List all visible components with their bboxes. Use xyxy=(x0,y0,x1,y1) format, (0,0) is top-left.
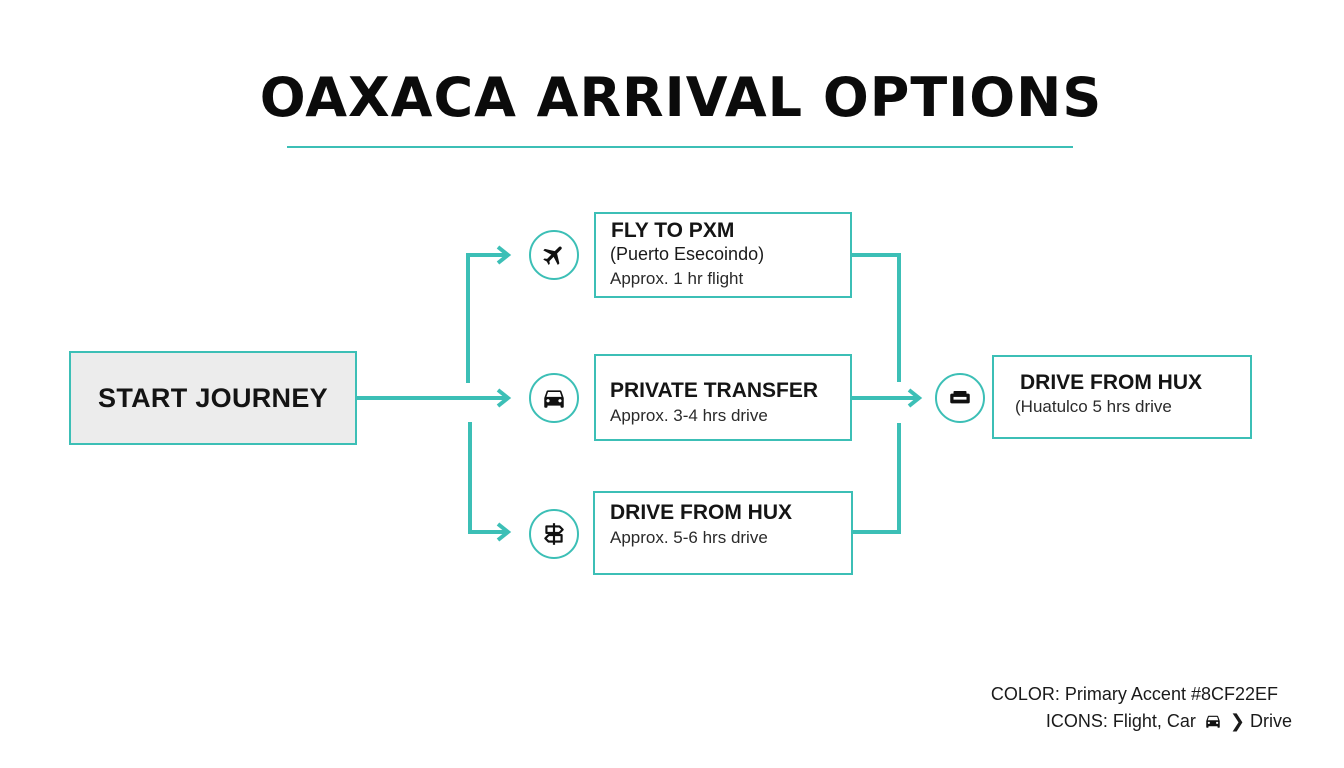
option-detail: Approx. 5-6 hrs drive xyxy=(610,528,768,547)
option-title: PRIVATE TRANSFER xyxy=(610,379,819,402)
connector-branch-flight xyxy=(466,253,506,383)
option-drive-from-hux: DRIVE FROM HUX Approx. 5-6 hrs drive xyxy=(593,491,853,575)
connector-merge-drive xyxy=(852,423,901,534)
start-journey-label: START JOURNEY xyxy=(98,383,328,413)
option-detail: Approx. 3-4 hrs drive xyxy=(610,406,768,425)
arrowhead-drive xyxy=(496,522,512,542)
airplane-icon xyxy=(529,230,579,280)
connector-branch-drive xyxy=(468,422,506,534)
option-detail: Approx. 1 hr flight xyxy=(610,269,744,288)
destination-title: DRIVE FROM HUX xyxy=(1020,371,1203,394)
start-journey-box: START JOURNEY xyxy=(69,351,357,445)
option-subtitle: (Puerto Esecoindo) xyxy=(610,244,765,264)
diagram-title: OAXACA ARRIVAL OPTIONS xyxy=(259,66,1103,129)
footer-icons-suffix: ❯ Drive xyxy=(1229,711,1292,731)
arrowhead-transfer xyxy=(496,388,512,408)
car-icon xyxy=(529,373,579,423)
option-title: DRIVE FROM HUX xyxy=(610,501,793,524)
option-private-transfer: PRIVATE TRANSFER Approx. 3-4 hrs drive xyxy=(594,354,852,441)
footer-icons-note: ICONS: Flight, Car ❯ Drive xyxy=(1046,711,1292,732)
title-underline xyxy=(287,146,1073,148)
connector-merge-flight xyxy=(852,253,901,382)
destination-detail: (Huatulco 5 hrs drive xyxy=(1015,397,1172,416)
footer-color-note: COLOR: Primary Accent #8CF22EF xyxy=(990,684,1278,704)
arrowhead-flight xyxy=(496,245,512,265)
footer-icons-prefix: ICONS: Flight, Car xyxy=(1045,711,1196,731)
arrowhead-destination xyxy=(907,388,923,408)
vehicle-icon xyxy=(935,373,985,423)
option-fly-to-pxm: FLY TO PXM (Puerto Esecoindo) Approx. 1 … xyxy=(594,212,852,298)
destination-box: DRIVE FROM HUX (Huatulco 5 hrs drive xyxy=(992,355,1252,439)
footer-car-icon xyxy=(1206,715,1220,728)
option-title: FLY TO PXM xyxy=(611,219,735,242)
signpost-icon xyxy=(529,509,579,559)
